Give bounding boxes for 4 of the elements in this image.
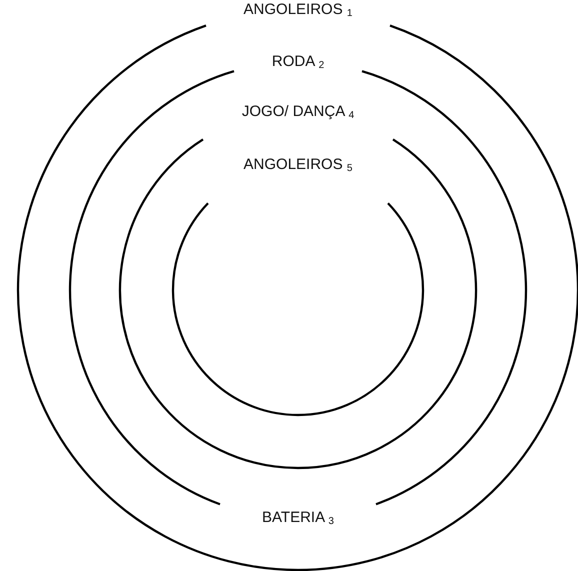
ring-label: ANGOLEIROS $_{1}$ bbox=[242, 1, 354, 19]
ring-label: BATERIA $_{3}$ bbox=[260, 509, 336, 527]
ring-label: ANGOLEIROS $_{5}$ bbox=[242, 156, 354, 174]
ring-label: JOGO/ DANÇA $_{4}$ bbox=[240, 103, 356, 121]
